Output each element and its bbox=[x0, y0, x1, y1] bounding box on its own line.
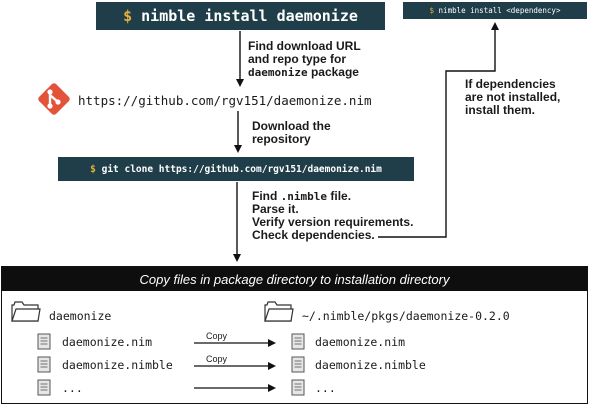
file-icon bbox=[37, 379, 51, 396]
file-icon bbox=[37, 333, 51, 350]
clone-command: $ git clone https://github.com/rgv151/da… bbox=[58, 157, 414, 181]
parse-line2: Parse it. bbox=[252, 202, 299, 216]
prompt-symbol: $ bbox=[429, 6, 435, 15]
copy-panel: Copy files in package directory to insta… bbox=[1, 266, 588, 404]
download-line2: repository bbox=[252, 132, 311, 146]
copy-panel-title: Copy files in package directory to insta… bbox=[2, 267, 587, 291]
source-file-2: daemonize.nimble bbox=[62, 358, 173, 372]
dependencies-note: If dependencies are not installed, insta… bbox=[465, 78, 560, 117]
dest-folder-name: ~/.nimble/pkgs/daemonize-0.2.0 bbox=[302, 309, 510, 323]
source-folder-name: daemonize bbox=[49, 309, 112, 323]
dependencies-line1: If dependencies bbox=[465, 77, 556, 91]
parse-note: Find .nimble file. Parse it. Verify vers… bbox=[252, 190, 413, 242]
dependency-command-text: nimble install <dependency> bbox=[438, 6, 561, 15]
folder-icon bbox=[264, 301, 294, 322]
parse-prefix: Find bbox=[252, 189, 281, 203]
copy-label-2: Copy bbox=[206, 354, 228, 364]
find-url-line2: and repo type for bbox=[248, 52, 347, 66]
dest-file-1: daemonize.nim bbox=[315, 335, 406, 349]
parse-line1: Find .nimble file. bbox=[252, 189, 413, 204]
repo-url: https://github.com/rgv151/daemonize.nim bbox=[78, 93, 372, 108]
clone-command-text: git clone https://github.com/rgv151/daem… bbox=[101, 163, 382, 175]
download-note: Download the repository bbox=[252, 120, 331, 146]
file-icon bbox=[291, 333, 305, 350]
find-url-line1: Find download URL bbox=[248, 39, 361, 53]
dest-file-2: daemonize.nimble bbox=[315, 358, 426, 372]
find-url-note: Find download URL and repo type for daem… bbox=[248, 39, 361, 80]
dependency-command: $ nimble install <dependency> bbox=[403, 2, 587, 19]
dest-file-3: ... bbox=[315, 381, 336, 395]
source-file-1: daemonize.nim bbox=[62, 335, 153, 349]
copy-arrows bbox=[194, 339, 276, 392]
folder-icon bbox=[11, 301, 41, 322]
nimble-file-name: .nimble bbox=[280, 190, 328, 203]
parse-line4: Check dependencies. bbox=[252, 228, 375, 242]
dependencies-line3: install them. bbox=[465, 103, 536, 117]
dependency-loop-arrow bbox=[378, 22, 499, 238]
file-icon bbox=[37, 356, 51, 373]
package-name: daemonize bbox=[248, 66, 308, 79]
find-url-line3: daemonize package bbox=[248, 65, 361, 80]
prompt-symbol: $ bbox=[90, 163, 96, 175]
dependencies-line2: are not installed, bbox=[465, 90, 561, 104]
download-line1: Download the bbox=[252, 119, 331, 133]
install-command: $ nimble install daemonize bbox=[96, 2, 385, 30]
file-icon bbox=[291, 356, 305, 373]
git-logo-icon bbox=[38, 83, 70, 115]
copy-label-1: Copy bbox=[206, 331, 228, 341]
file-icon bbox=[291, 379, 305, 396]
find-url-suffix: package bbox=[307, 65, 359, 79]
source-file-3: ... bbox=[62, 381, 83, 395]
prompt-symbol: $ bbox=[123, 7, 133, 25]
install-command-text: nimble install daemonize bbox=[141, 7, 358, 25]
parse-line3: Verify version requirements. bbox=[252, 215, 414, 229]
parse-suffix: file. bbox=[327, 189, 352, 203]
